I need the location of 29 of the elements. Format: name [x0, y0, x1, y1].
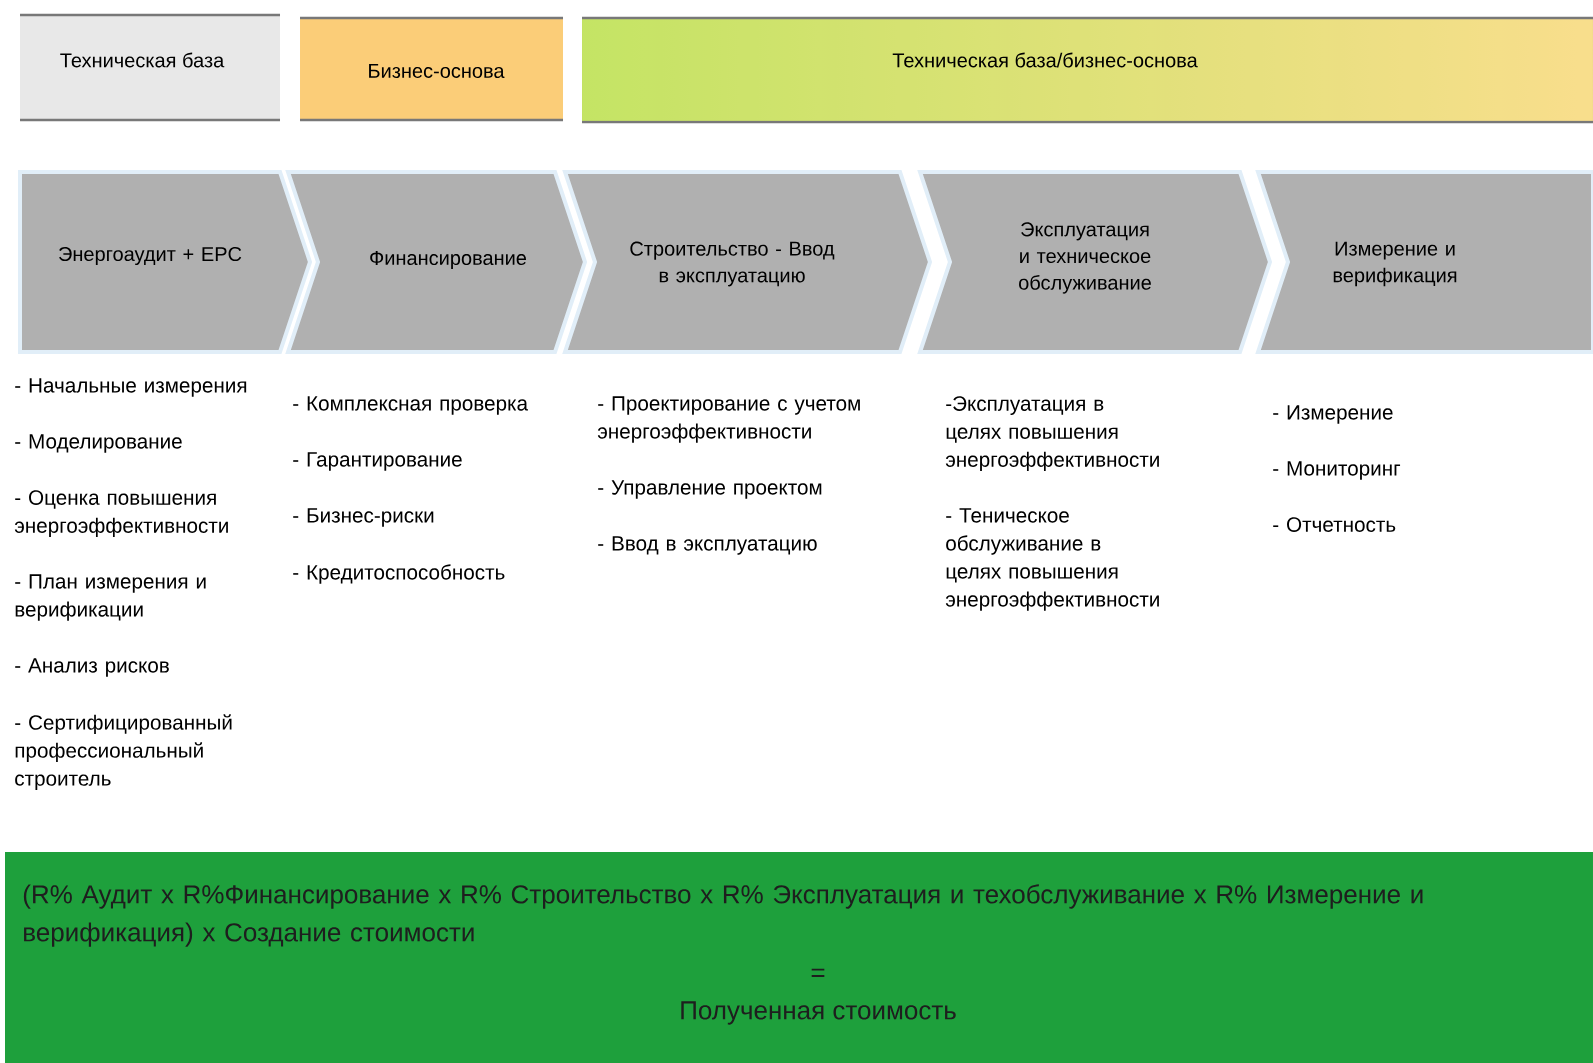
formula-text: (R% Аудит x R%Финансирование x R% Строительство x R% Эксплуатация и техобслуживание x R% Измерение и верификация) x Создание стоимости — [23, 884, 1423, 947]
bullet-text: - Мониторинг — [1273, 461, 1401, 480]
bullet-text: - Комплексная проверка — [293, 396, 529, 415]
band: Бизнес-основа — [300, 16, 563, 122]
bullet-text: - Анализ рисков — [15, 658, 169, 677]
band: Техническая база — [20, 13, 280, 122]
bullet-text: - Управление проектом — [598, 480, 822, 499]
band: Техническая база/бизнес-основа — [582, 16, 1593, 124]
process-step: Финансирование — [285, 170, 588, 354]
result-text: Полученная стоимость — [681, 1001, 956, 1025]
bullet-text: - Отчетность — [1273, 517, 1396, 532]
equals-sign: = — [811, 968, 825, 977]
bullet-text: -Эксплуатация в целях повышения энергоэффективности — [945, 396, 1159, 471]
process-step: Энергоаудит + EPC — [18, 170, 313, 354]
bullet-text: - Бизнес-риски — [293, 508, 434, 527]
bullet-text: - Измерение — [1273, 405, 1393, 424]
bullet-text: - План измерения и верификации — [15, 574, 206, 621]
bullet-text: - Проектирование с учетом энергоэффективности — [597, 396, 860, 443]
process-step: Измерение и верификация — [1255, 170, 1593, 354]
bullet-text: - Сертифицированный профессиональный строитель — [15, 714, 232, 790]
bullet-text: - Ввод в эксплуатацию — [598, 536, 817, 555]
bullet-text: - Начальные измерения — [15, 378, 247, 397]
bullet-text: - Теническое обслуживание в целях повышения энергоэффективности — [945, 508, 1159, 611]
bullet-text: - Оценка повышения энергоэффективности — [14, 490, 228, 537]
process-step: Строительство - Ввод в эксплуатацию — [562, 170, 933, 354]
bullet-text: - Моделирование — [15, 434, 182, 453]
bullet-text: - Кредитоспособность — [293, 564, 505, 584]
bullet-text: - Гарантирование — [293, 452, 462, 471]
process-step: Эксплуатация и техническое обслуживание — [917, 170, 1273, 354]
